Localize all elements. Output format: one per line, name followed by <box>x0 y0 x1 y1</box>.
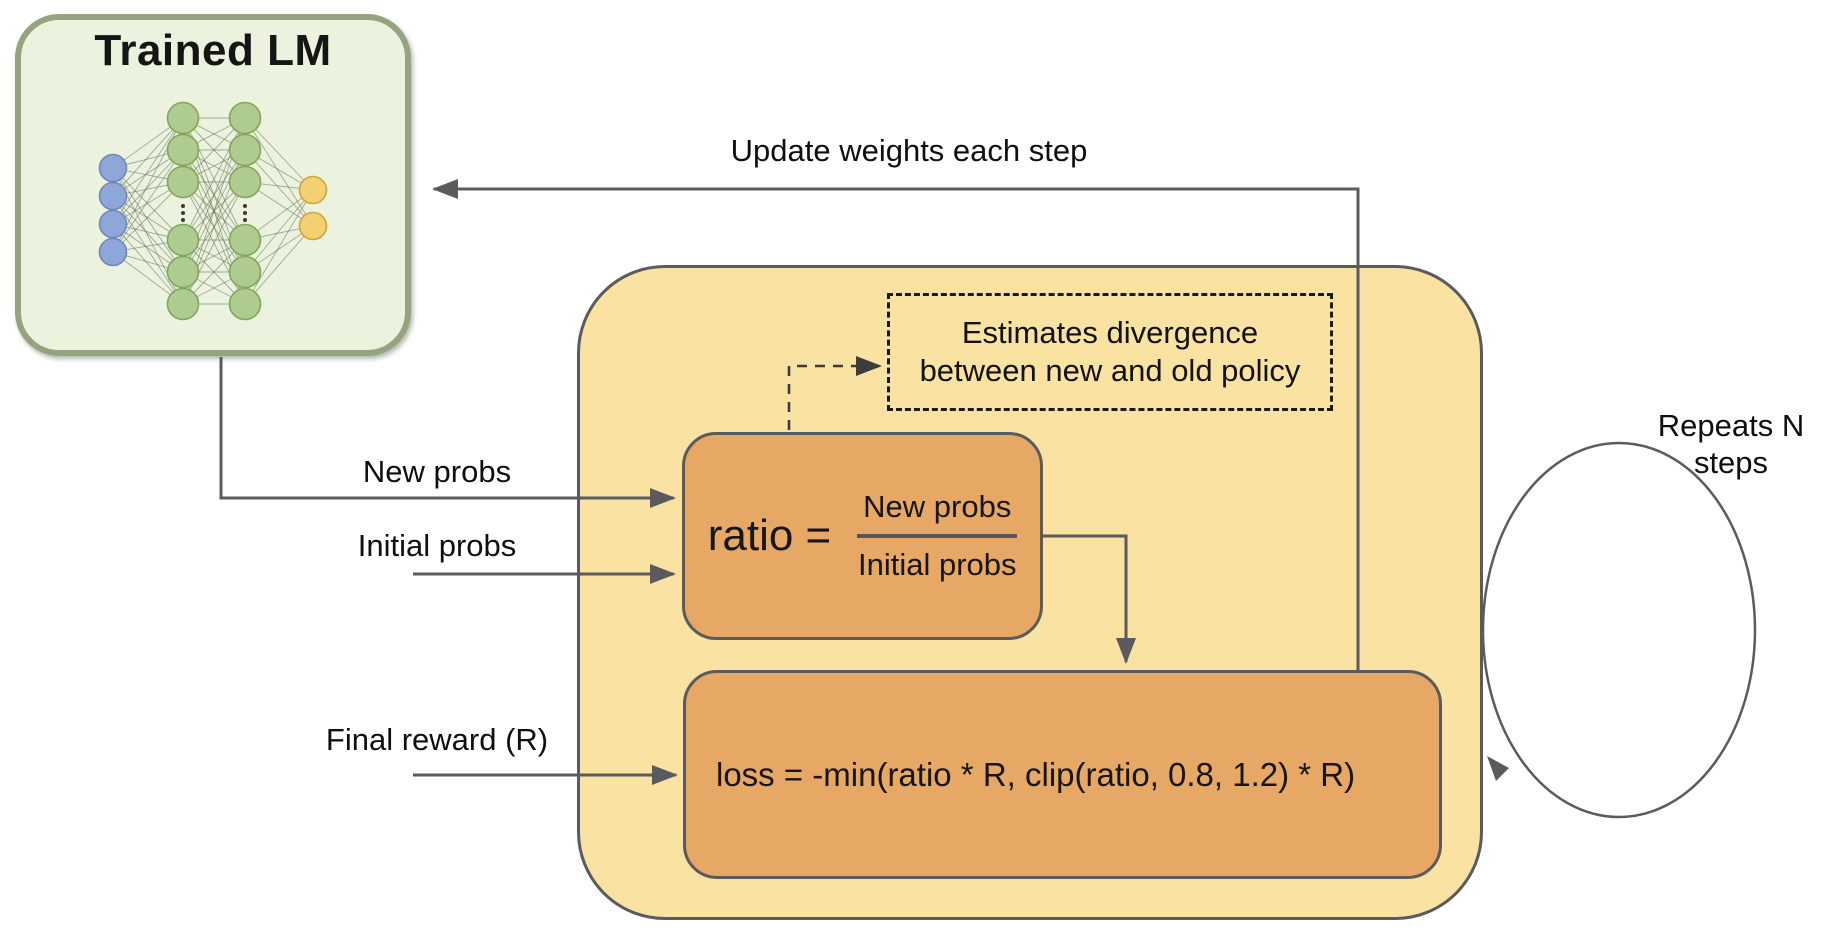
fraction-bar <box>857 534 1018 538</box>
divergence-note-box: Estimates divergence between new and old… <box>887 293 1333 411</box>
final-reward-label: Final reward (R) <box>325 722 549 757</box>
new-probs-label: New probs <box>362 454 512 489</box>
repeat-loop-ellipse <box>1481 441 1757 819</box>
initial-probs-label: Initial probs <box>357 528 517 563</box>
loss-box: loss = -min(ratio * R, clip(ratio, 0.8, … <box>683 670 1442 879</box>
ratio-fraction: New probs Initial probs <box>857 489 1018 583</box>
repeats-label-line2: steps <box>1693 445 1769 480</box>
repeat-loop-arrowhead <box>1487 756 1509 781</box>
divergence-note-line1: Estimates divergence <box>961 315 1259 350</box>
repeats-label: Repeats N steps <box>1606 407 1830 481</box>
fraction-numerator: New probs <box>863 489 1012 524</box>
ratio-lhs: ratio = <box>707 511 832 560</box>
repeats-label-line1: Repeats N <box>1657 408 1805 443</box>
update-weights-label: Update weights each step <box>730 133 1088 168</box>
fraction-denominator: Initial probs <box>857 547 1017 582</box>
loss-formula: loss = -min(ratio * R, clip(ratio, 0.8, … <box>716 755 1356 793</box>
divergence-note-line2: between new and old policy <box>919 353 1301 388</box>
ratio-box: ratio = New probs Initial probs <box>682 432 1043 640</box>
trained-lm-title: Trained LM <box>94 26 332 75</box>
